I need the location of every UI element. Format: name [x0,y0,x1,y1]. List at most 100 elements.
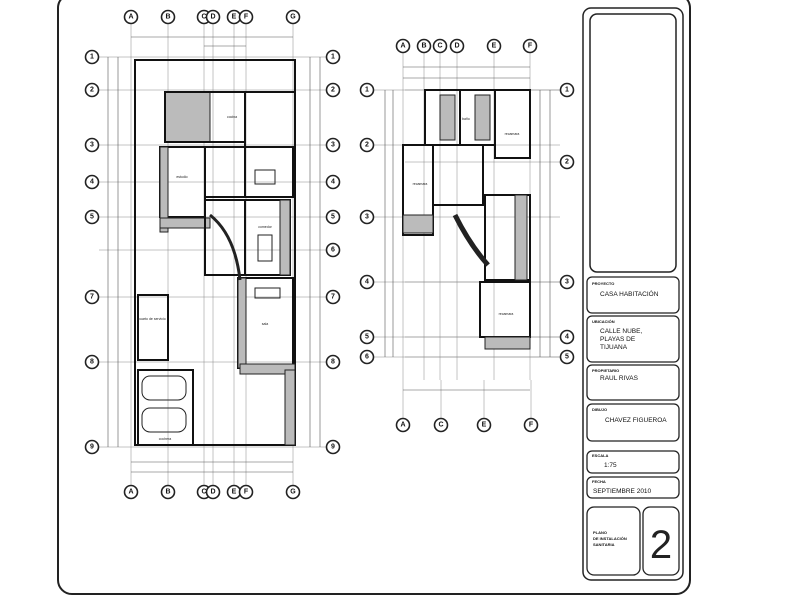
room-label: sala [262,322,268,326]
grid-bubble-column: C [433,417,449,433]
tiled-area [474,94,491,141]
grid-bubble-column: B [160,9,176,25]
svg-text:F: F [244,14,249,21]
wall [494,89,531,159]
tiled-area [439,94,456,141]
svg-text:F: F [529,422,534,429]
svg-text:6: 6 [331,247,335,254]
grid-bubble-row: 2 [325,82,341,98]
wall [137,294,169,361]
grid-bubble-row: 2 [84,82,100,98]
grid-bubble-column: E [476,417,492,433]
curved-wall [452,213,490,267]
sofa [254,287,281,299]
grid-bubble-row: 1 [84,49,100,65]
svg-text:3: 3 [365,214,369,221]
svg-text:5: 5 [365,334,369,341]
grid-bubble-column: C [432,38,448,54]
grid-bubble-row: 3 [359,209,375,225]
car-icon [141,407,187,433]
grid-bubble-row: 4 [359,274,375,290]
tiled-area [284,369,296,446]
svg-text:A: A [400,422,405,429]
svg-text:7: 7 [90,294,94,301]
room-label: comedor [258,225,272,229]
drawn-label: DIBUJO [592,407,607,412]
svg-text:1: 1 [565,87,569,94]
svg-text:E: E [232,14,237,21]
scale-label: ESCALA [592,453,609,458]
svg-text:C: C [201,14,206,21]
scale-value: 1:75 [604,462,617,469]
grid-bubble-column: F [238,484,254,500]
grid-bubble-column: G [285,484,301,500]
grid-bubble-column: F [238,9,254,25]
room-label: estudio [176,175,187,179]
tiled-area [159,217,211,229]
svg-text:4: 4 [565,334,569,341]
svg-text:5: 5 [90,214,94,221]
grid-bubble-row: 3 [84,137,100,153]
svg-text:4: 4 [331,179,335,186]
svg-text:8: 8 [90,359,94,366]
room-label: baño [462,117,470,121]
tiled-area [402,214,434,234]
svg-text:B: B [421,43,426,50]
grid-bubble-column: B [160,484,176,500]
tiled-area [279,199,291,276]
grid-bubble-row: 2 [359,137,375,153]
grid-bubble-column: E [486,38,502,54]
grid-bubble-column: E [226,484,242,500]
svg-text:8: 8 [331,359,335,366]
grid-bubble-row: 1 [325,49,341,65]
svg-text:7: 7 [331,294,335,301]
room-label: cuarto de servicio [138,317,165,321]
date-label: FECHA [592,479,606,484]
grid-bubble-column: F [522,38,538,54]
room-label: recamara [505,132,520,136]
svg-text:E: E [482,422,487,429]
grid-bubble-row: 5 [84,209,100,225]
svg-text:4: 4 [365,279,369,286]
grid-bubble-row: 4 [84,174,100,190]
grid-bubble-row: 5 [359,329,375,345]
svg-text:2: 2 [90,87,94,94]
grid-bubble-column: B [416,38,432,54]
dining-table [257,234,273,262]
sheet-title-line-2: DE INSTALACIÓN [593,536,627,541]
grid-bubble-row: 4 [559,329,575,345]
svg-text:D: D [454,43,459,50]
svg-text:6: 6 [365,354,369,361]
svg-text:C: C [438,422,443,429]
svg-text:3: 3 [90,142,94,149]
title-block: PROYECTO CASA HABITACIÓN UBICACIÓN CALLE… [582,7,684,581]
svg-text:A: A [128,14,133,21]
date-value: SEPTIEMBRE 2010 [593,488,652,495]
grid-bubble-row: 1 [359,82,375,98]
sheet-title-line-3: SANITARIA [593,542,615,547]
tiled-area [237,277,247,369]
svg-text:E: E [232,489,237,496]
grid-bubble-row: 3 [559,274,575,290]
sheet-number: 2 [650,523,672,567]
svg-text:2: 2 [331,87,335,94]
svg-text:A: A [128,489,133,496]
tiled-area [164,91,211,143]
grid-bubble-column: D [205,484,221,500]
furniture [254,169,276,185]
location-line-3: TIJUANA [600,344,628,351]
tiled-area [484,336,531,350]
svg-text:3: 3 [331,142,335,149]
wall [134,59,296,446]
svg-text:3: 3 [565,279,569,286]
grid-bubble-column: E [226,9,242,25]
grid-bubble-row: 9 [84,439,100,455]
room-label: recamara [499,312,514,316]
wall [432,144,484,206]
location-line-2: PLAYAS DE [600,336,636,343]
svg-text:B: B [165,489,170,496]
grid-bubble-row: 9 [325,439,341,455]
owner-label: PROPIETARIO [592,368,619,373]
